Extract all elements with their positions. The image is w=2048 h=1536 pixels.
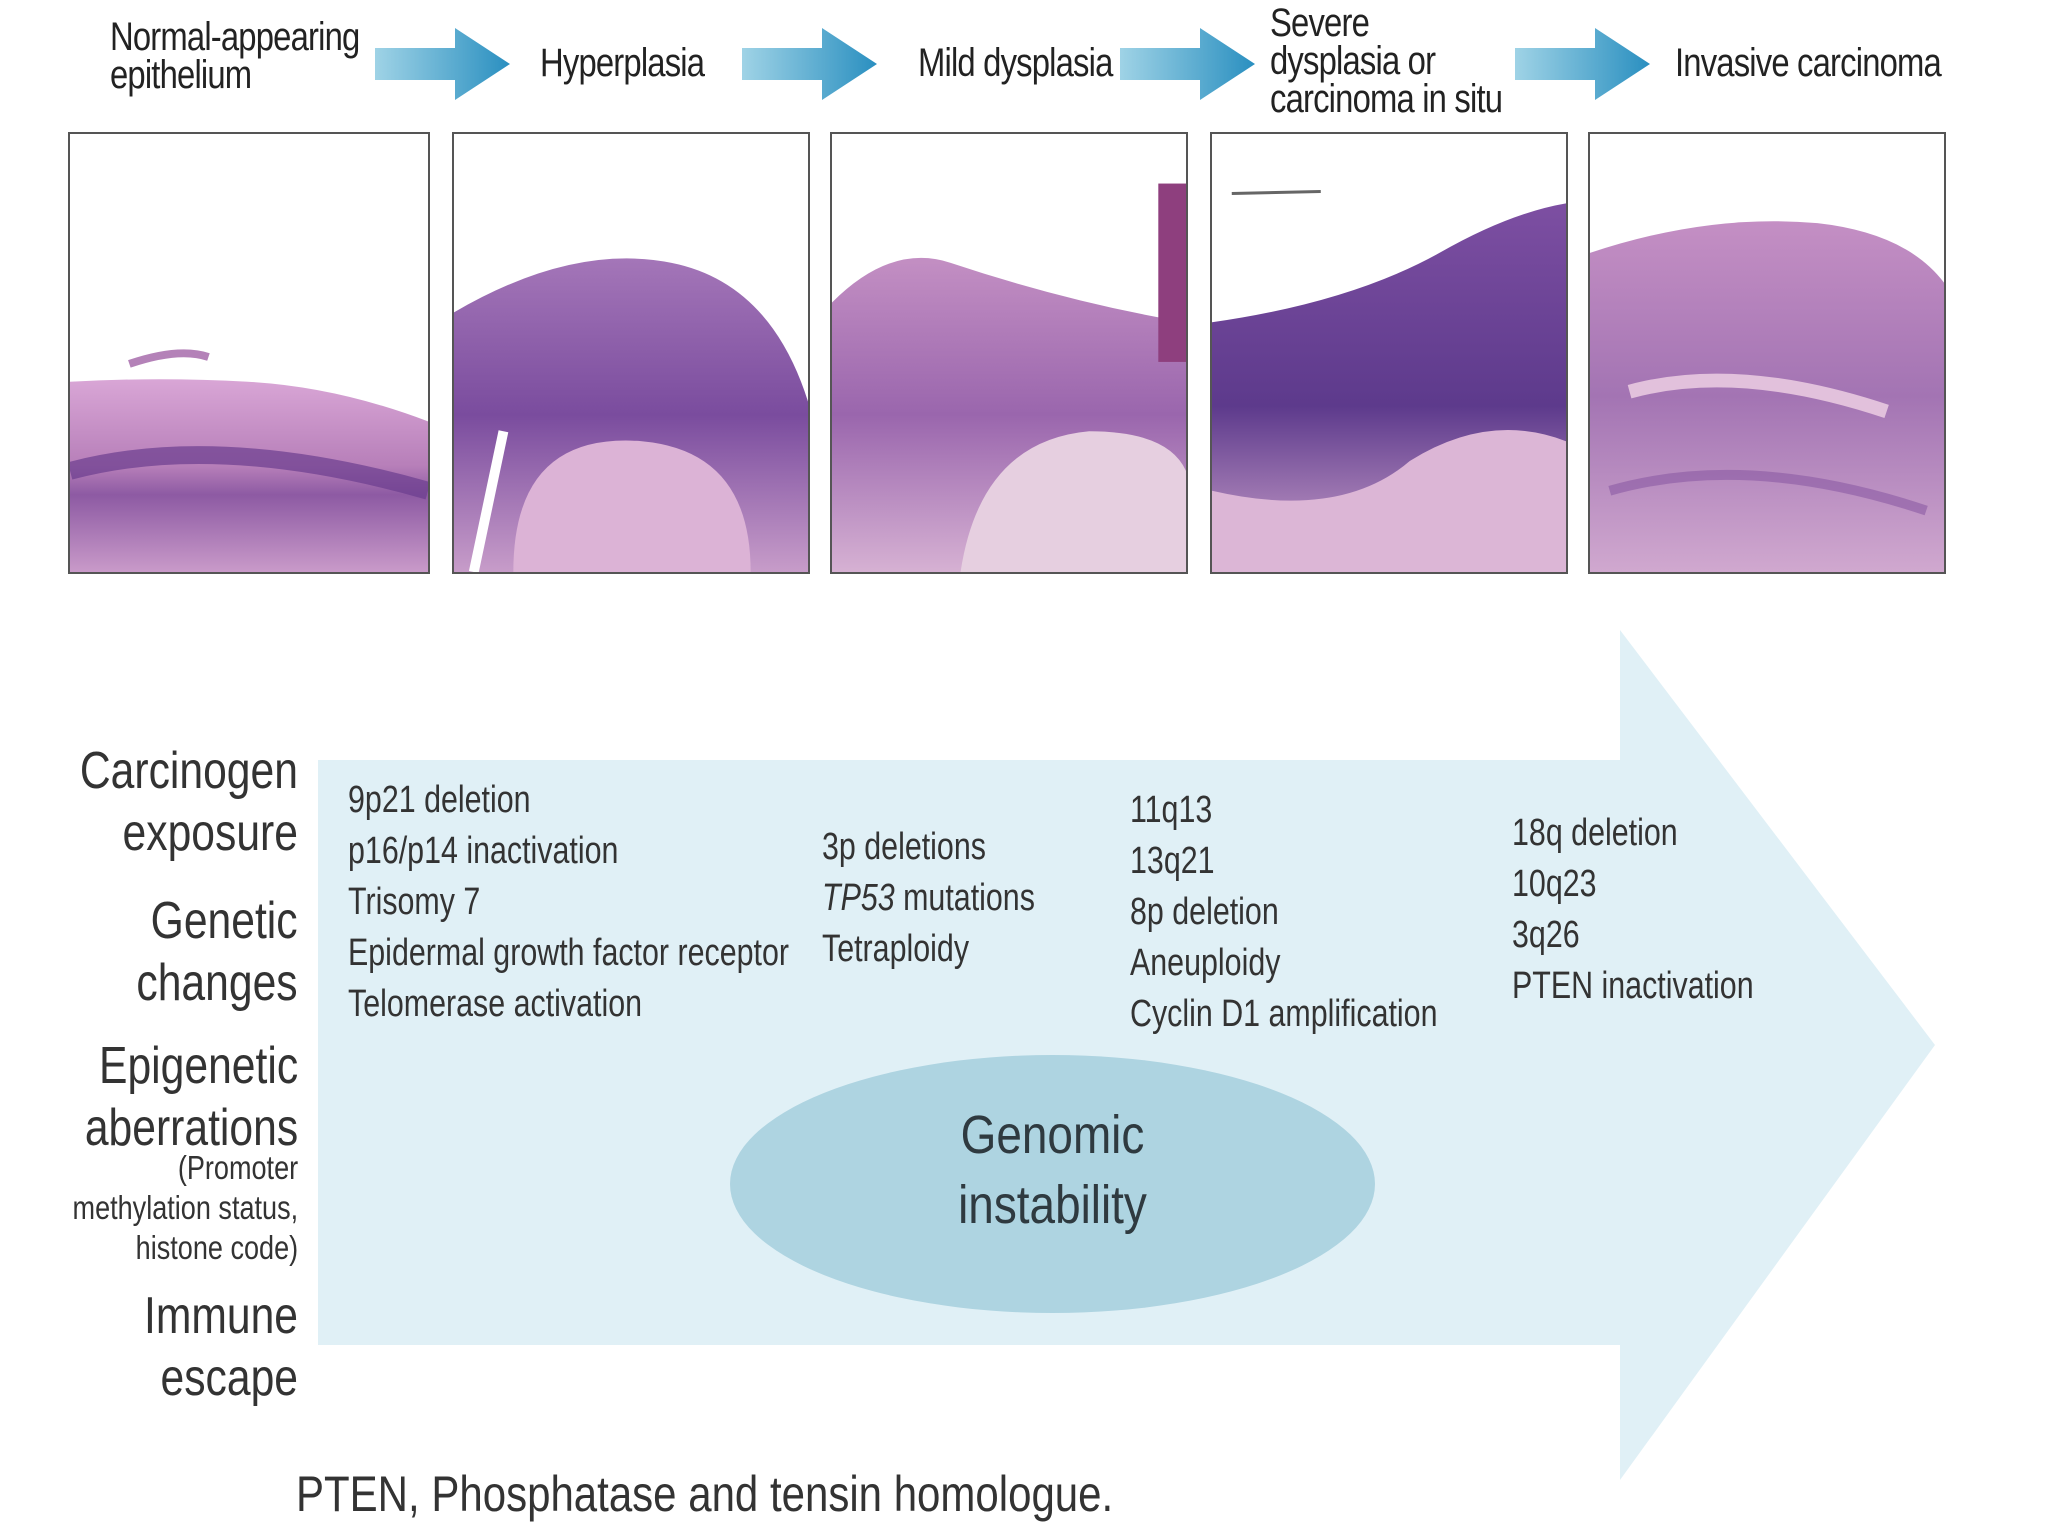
- change-item: Tetraploidy: [822, 928, 970, 970]
- stage-label-normal: Normal-appearing epithelium: [110, 15, 360, 97]
- stage-arrow-1: [375, 28, 510, 100]
- change-item: 13q21: [1130, 840, 1215, 882]
- histology-panel-severe-dysplasia: [1210, 132, 1568, 574]
- changes-column-2: 3p deletions TP53 mutations Tetraploidy: [822, 822, 1035, 975]
- change-item: 3p deletions: [822, 826, 986, 868]
- change-item: 11q13: [1130, 789, 1213, 831]
- stage-arrow-4: [1515, 28, 1650, 100]
- factor-immune-escape: Immune escape: [143, 1287, 298, 1407]
- change-item: Cyclin D1 amplification: [1130, 993, 1438, 1035]
- change-item: p16/p14 inactivation: [348, 830, 619, 872]
- stage-arrow-2: [742, 28, 877, 100]
- histology-panel-hyperplasia: [452, 132, 810, 574]
- stage-arrow-3: [1120, 28, 1255, 100]
- change-item: 9p21 deletion: [348, 779, 531, 821]
- factor-epigenetic-note: (Promoter methylation status, histone co…: [72, 1149, 298, 1266]
- change-item: 8p deletion: [1130, 891, 1279, 933]
- change-item-italic: TP53: [822, 877, 895, 919]
- change-item: 3q26: [1512, 914, 1580, 956]
- genomic-instability-label: Genomic instability: [958, 1105, 1147, 1235]
- change-item: Aneuploidy: [1130, 942, 1281, 984]
- change-item: 18q deletion: [1512, 812, 1678, 854]
- histology-panel-invasive-carcinoma: [1588, 132, 1946, 574]
- change-item: Epidermal growth factor receptor: [348, 932, 789, 974]
- changes-column-1: 9p21 deletion p16/p14 inactivation Triso…: [348, 775, 789, 1030]
- changes-column-4: 18q deletion 10q23 3q26 PTEN inactivatio…: [1512, 808, 1754, 1012]
- stage-label-mild-dysplasia: Mild dysplasia: [918, 41, 1113, 85]
- change-item: TP53 mutations: [822, 873, 1035, 924]
- factor-genetic-changes: Genetic changes: [136, 892, 298, 1012]
- stage-label-severe-dysplasia: Severe dysplasia or carcinoma in situ: [1270, 1, 1503, 121]
- footnote: PTEN, Phosphatase and tensin homologue.: [296, 1466, 1114, 1522]
- stage-label-invasive-carcinoma: Invasive carcinoma: [1675, 41, 1942, 85]
- change-item: Telomerase activation: [348, 983, 643, 1025]
- changes-column-3: 11q13 13q21 8p deletion Aneuploidy Cycli…: [1130, 785, 1438, 1040]
- change-item: 10q23: [1512, 863, 1597, 905]
- change-item: Trisomy 7: [348, 881, 481, 923]
- factor-carcinogen-exposure: Carcinogen exposure: [79, 742, 298, 862]
- factor-epigenetic-aberrations: Epigenetic aberrations: [84, 1037, 298, 1157]
- change-item: PTEN inactivation: [1512, 965, 1754, 1007]
- change-item-rest: mutations: [894, 877, 1035, 919]
- stage-label-hyperplasia: Hyperplasia: [540, 41, 705, 85]
- genomic-instability-ellipse: [730, 1055, 1375, 1313]
- histology-panel-normal: [68, 132, 430, 574]
- histology-panel-mild-dysplasia: [830, 132, 1188, 574]
